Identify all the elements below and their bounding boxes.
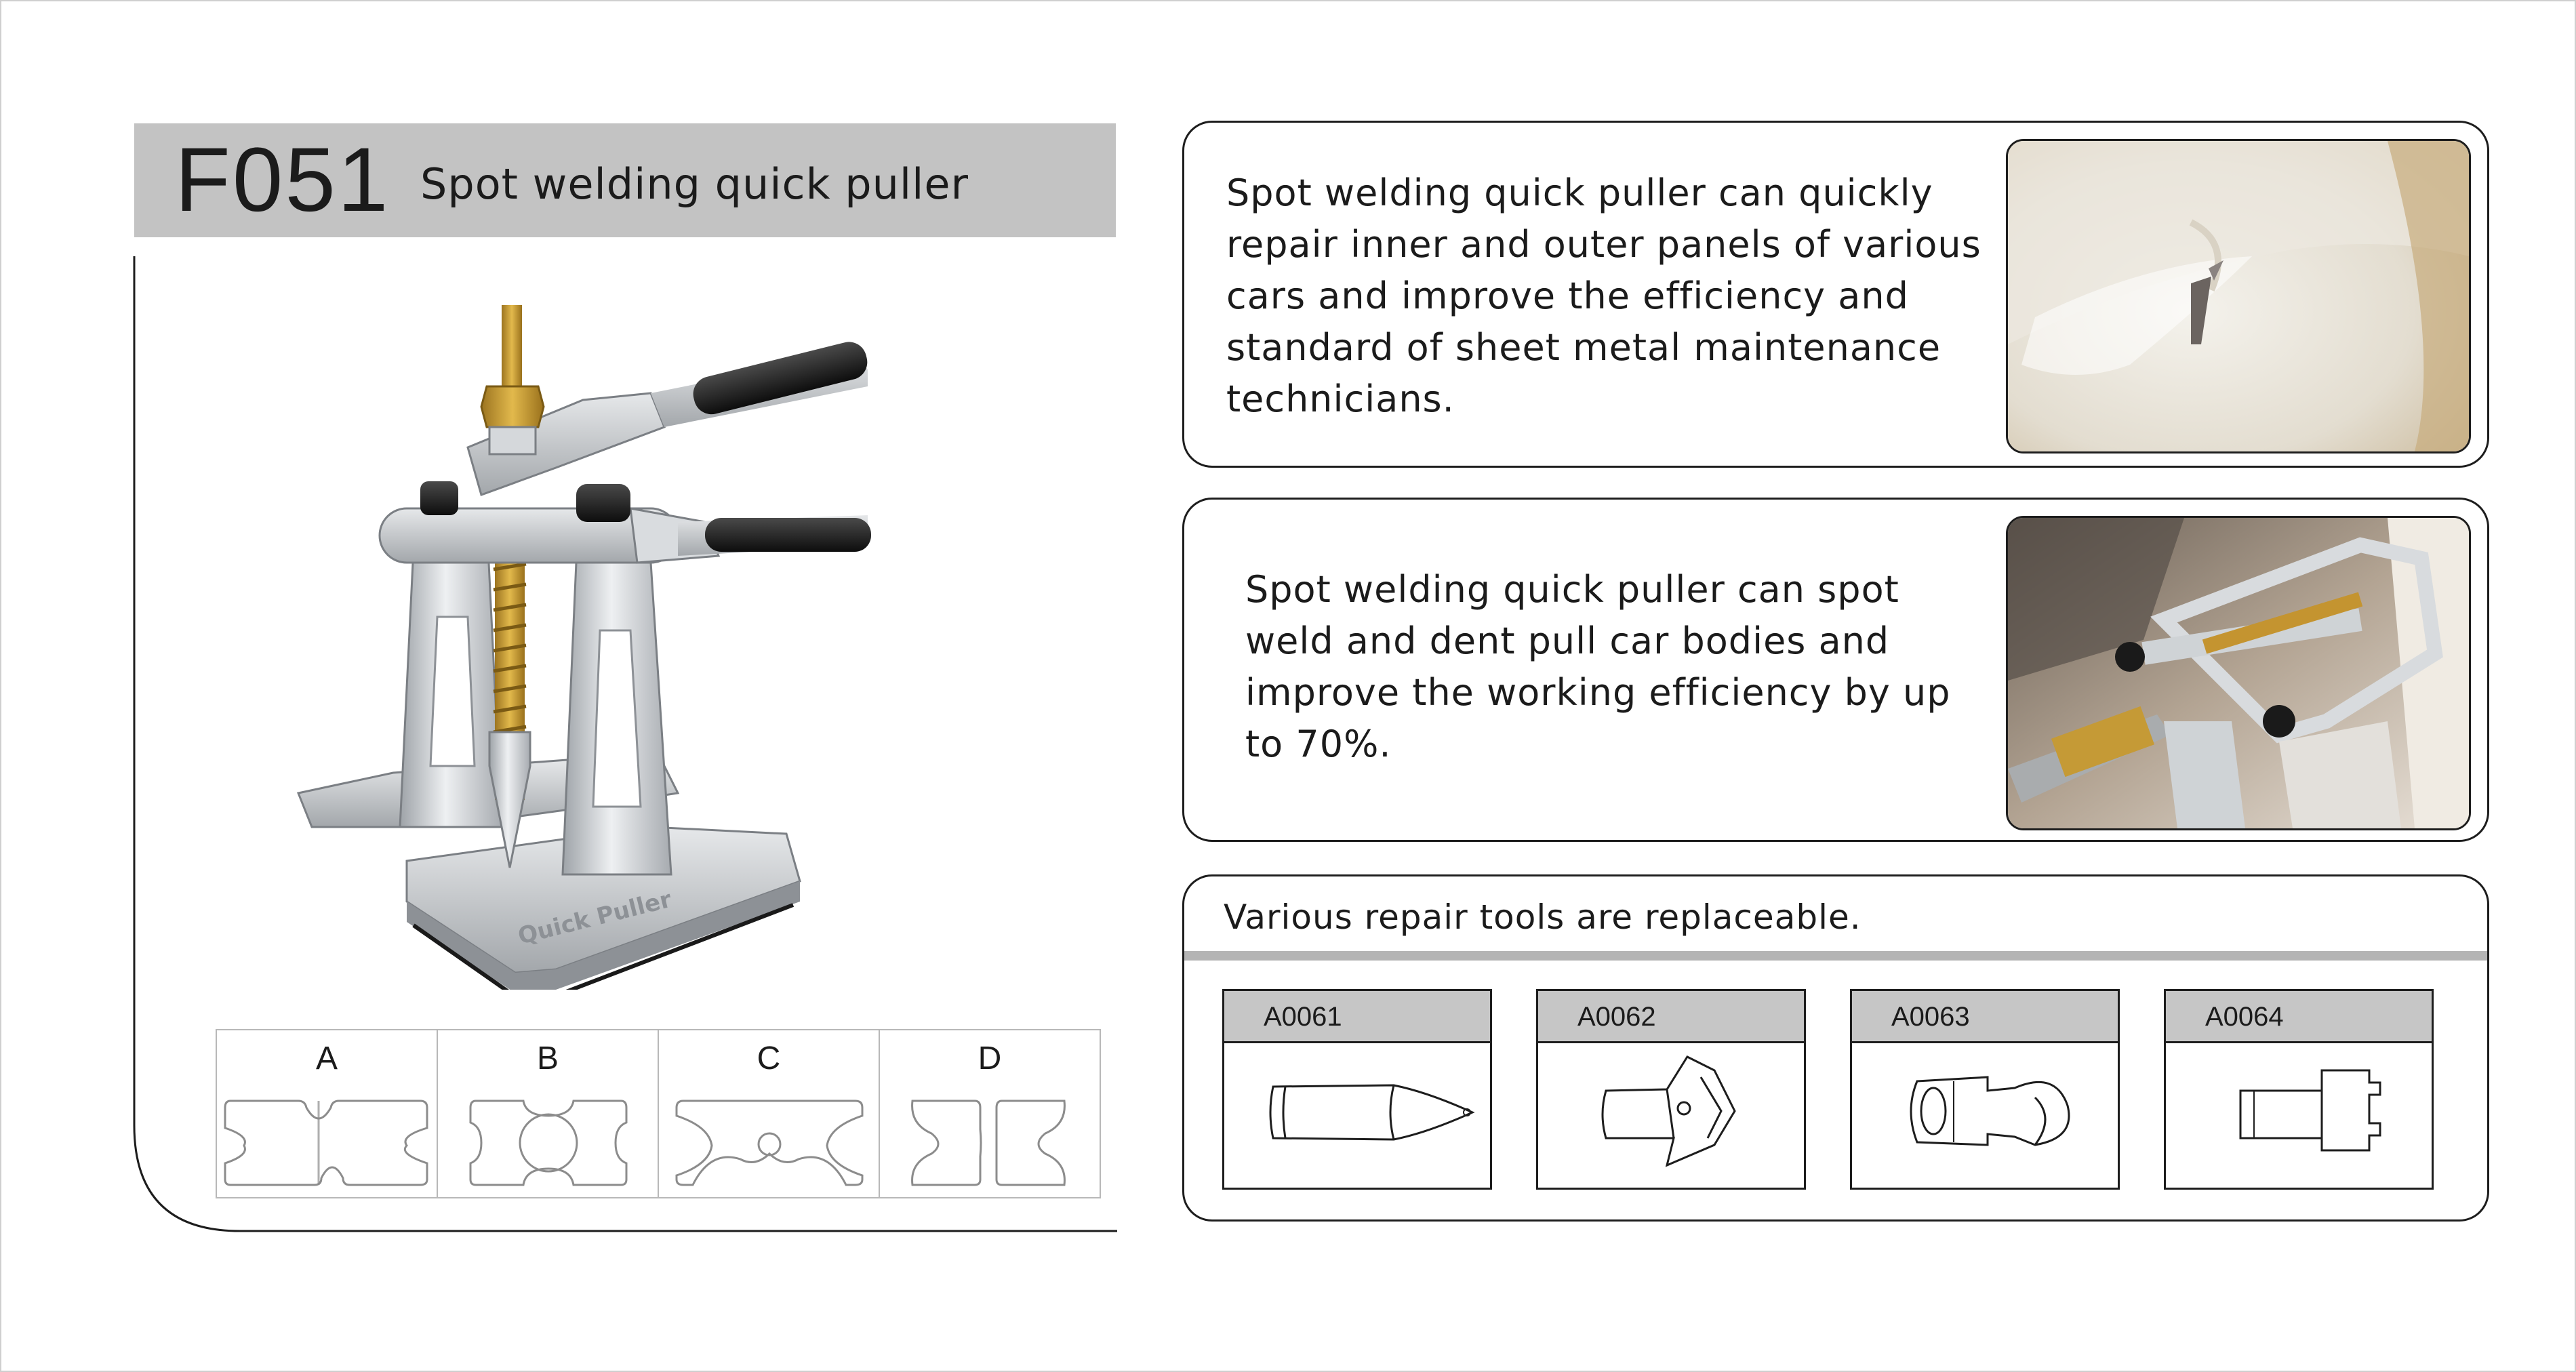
tool-code: A0063 xyxy=(1891,1002,1970,1032)
tool-card-a0061: A0061 xyxy=(1222,989,1492,1190)
base-variant-table: A B C D xyxy=(216,1029,1101,1198)
card-description: Spot welding quick puller can quickly re… xyxy=(1226,172,1981,420)
cone-tip-tool-icon xyxy=(1269,1084,1475,1141)
model-number: F051 xyxy=(175,129,390,230)
claw-tip-tool-icon xyxy=(1601,1055,1736,1167)
hook-tip-tool-icon xyxy=(1910,1076,2070,1146)
tool-card-a0063: A0063 xyxy=(1850,989,2120,1190)
base-shape-c-icon xyxy=(675,1099,864,1186)
heading-divider xyxy=(1184,951,2487,961)
variant-label: A xyxy=(315,1041,338,1076)
base-shape-a-icon xyxy=(224,1099,428,1186)
tool-header xyxy=(1224,991,1490,1043)
tool-header xyxy=(2166,991,2432,1043)
card-description: Spot welding quick puller can spot weld … xyxy=(1245,568,1951,765)
tool-header xyxy=(1538,991,1804,1043)
product-title: Spot welding quick puller xyxy=(420,159,969,209)
variant-label: D xyxy=(978,1041,1002,1076)
fork-tip-tool-icon xyxy=(2239,1069,2381,1152)
tool-code: A0064 xyxy=(2205,1002,2284,1032)
base-shape-b-icon xyxy=(469,1099,628,1186)
base-shape-d-icon xyxy=(911,1099,1066,1186)
variant-cell-c: C xyxy=(659,1030,880,1197)
panel-repair-photo xyxy=(2006,139,2471,453)
left-panel-outline xyxy=(133,256,1117,1232)
title-bar xyxy=(134,123,1116,237)
variant-cell-b: B xyxy=(438,1030,659,1197)
usage-photo-image xyxy=(2008,518,2469,828)
variant-cell-a: A xyxy=(217,1030,438,1197)
tool-code: A0062 xyxy=(1577,1002,1656,1032)
tools-heading: Various repair tools are replaceable. xyxy=(1224,897,1861,937)
panel-photo-image xyxy=(2008,141,2469,451)
tool-card-a0064: A0064 xyxy=(2164,989,2434,1190)
replaceable-tools-card: Various repair tools are replaceable. A0… xyxy=(1182,874,2489,1222)
tool-code: A0061 xyxy=(1264,1002,1342,1032)
info-card-repair: Spot welding quick puller can quickly re… xyxy=(1182,121,2489,468)
variant-cell-d: D xyxy=(880,1030,1100,1197)
info-card-efficiency: Spot welding quick puller can spot weld … xyxy=(1182,498,2489,842)
tool-in-use-photo xyxy=(2006,516,2471,830)
tool-header xyxy=(1852,991,2118,1043)
variant-label: B xyxy=(536,1041,559,1076)
tool-card-a0062: A0062 xyxy=(1536,989,1806,1190)
product-illustration: Quick Puller xyxy=(296,305,871,990)
variant-label: C xyxy=(757,1041,781,1076)
